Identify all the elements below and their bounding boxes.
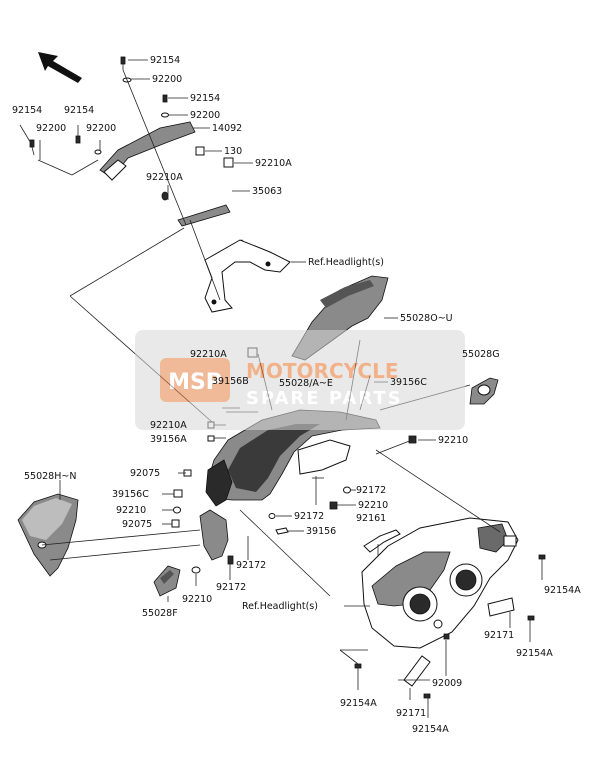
label-92154: 92154	[190, 93, 220, 104]
label-92154A: 92154A	[544, 585, 581, 596]
label-55028G: 55028G	[462, 349, 500, 360]
label-92210A: 92210A	[146, 172, 183, 183]
part-labels: 92154 92200 92154 92200 92154 92200 9215…	[12, 55, 581, 735]
bolt-92154A-b	[527, 615, 535, 621]
clip-92161	[363, 529, 401, 553]
label-92210A: 92210A	[190, 349, 227, 360]
nut-92210-c	[329, 501, 338, 510]
headlight-assembly	[361, 517, 519, 649]
bracket-55028G	[469, 377, 499, 405]
watermark-badge: MSP	[168, 370, 222, 395]
label-39156C: 39156C	[112, 489, 149, 500]
bolt-92154A-d	[423, 693, 431, 699]
label-92154: 92154	[12, 105, 42, 116]
cover-55028F	[153, 565, 181, 597]
label-92210: 92210	[116, 505, 146, 516]
clip-39156A	[207, 435, 215, 442]
bolt-92154-top	[120, 56, 126, 70]
clip-130	[195, 146, 205, 156]
label-92210A: 92210A	[255, 158, 292, 169]
watermark-title: MOTORCYCLE	[246, 359, 398, 383]
label-92210A: 92210A	[150, 420, 187, 431]
label-92210: 92210	[438, 435, 468, 446]
label-92075: 92075	[122, 519, 152, 530]
bolt-92154A-c	[354, 663, 362, 669]
cowl-55028AE	[205, 409, 381, 507]
clip-92172-b	[268, 513, 276, 519]
label-92171: 92171	[484, 630, 514, 641]
clip-92075-b	[171, 519, 180, 528]
label-92172: 92172	[294, 511, 324, 522]
nut-92210-a	[408, 435, 417, 444]
label-92171: 92171	[396, 708, 426, 719]
bolt-92154-mid	[75, 135, 102, 155]
bracket-14092	[99, 121, 196, 181]
label-92154A: 92154A	[412, 724, 449, 735]
label-92154A: 92154A	[516, 648, 553, 659]
panel-55028HN	[17, 493, 79, 577]
label-92210: 92210	[358, 500, 388, 511]
label-92210: 92210	[182, 594, 212, 605]
label-92075: 92075	[130, 468, 160, 479]
label-92161: 92161	[356, 513, 386, 524]
nut-92210A-left	[161, 191, 169, 201]
watermark-subtitle: SPARE PARTS	[246, 388, 403, 409]
label-92200: 92200	[190, 110, 220, 121]
label-55028AE: 55028/A~E	[279, 378, 333, 389]
bolt-92154-right	[161, 94, 169, 118]
label-92154: 92154	[150, 55, 180, 66]
label-39156C: 39156C	[390, 377, 427, 388]
stay-35063	[177, 204, 291, 313]
label-92200: 92200	[152, 74, 182, 85]
label-39156A: 39156A	[150, 434, 187, 445]
bolt-92154-left	[29, 139, 35, 156]
label-55028F: 55028F	[142, 608, 178, 619]
label-92154A: 92154A	[340, 698, 377, 709]
label-92172: 92172	[236, 560, 266, 571]
pad-39156	[275, 527, 289, 535]
label-35063: 35063	[252, 186, 282, 197]
front-arrow-icon	[38, 52, 82, 83]
label-ref-headlight: Ref.Headlight(s)	[242, 601, 318, 612]
clip-92172-a	[343, 486, 351, 494]
label-130: 130	[224, 146, 242, 157]
label-ref-headlight: Ref.Headlight(s)	[308, 257, 384, 268]
label-92172: 92172	[216, 582, 246, 593]
nut-92210-b	[173, 506, 181, 514]
clip-39156C-b	[173, 489, 183, 498]
inner-bracket	[191, 509, 234, 574]
watermark: MSP MOTORCYCLE SPARE PARTS	[135, 330, 465, 430]
label-55028OU: 55028O~U	[400, 313, 453, 324]
label-92172: 92172	[356, 485, 386, 496]
label-14092: 14092	[212, 123, 242, 134]
label-92200: 92200	[36, 123, 66, 134]
bolt-92009	[443, 633, 450, 640]
label-92009: 92009	[432, 678, 462, 689]
label-39156B: 39156B	[212, 376, 249, 387]
spacer-92171-a	[487, 597, 515, 617]
label-55028HN: 55028H~N	[24, 471, 76, 482]
nut-92210A-top	[223, 157, 234, 168]
label-92154: 92154	[64, 105, 94, 116]
label-39156: 39156	[306, 526, 336, 537]
spacer-92171-b	[403, 655, 431, 687]
label-92200: 92200	[86, 123, 116, 134]
